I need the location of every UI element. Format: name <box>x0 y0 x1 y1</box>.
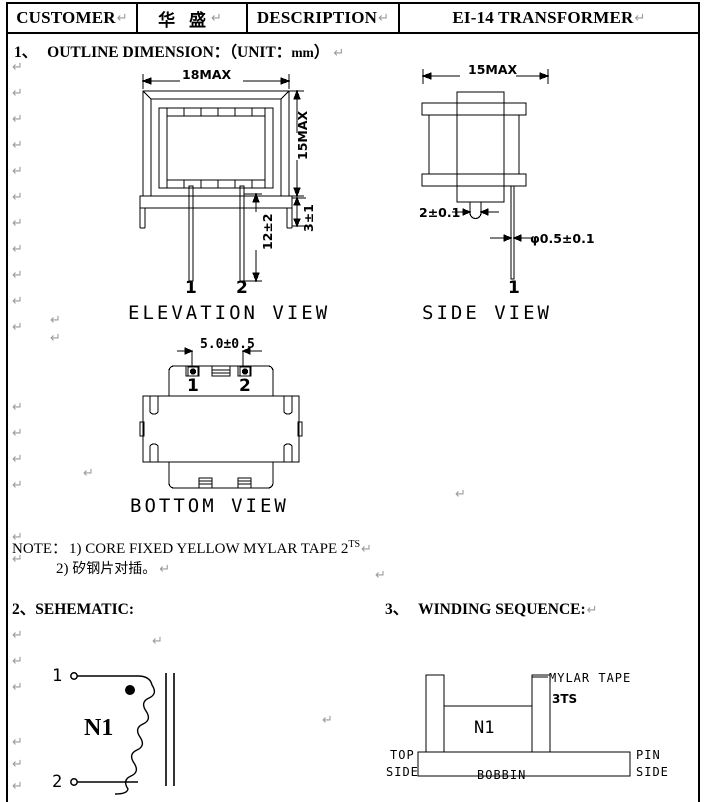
customer-name: 华 盛 <box>158 10 210 31</box>
section-1-number: 1、 <box>14 44 38 61</box>
note-1-number: 1) <box>69 541 82 557</box>
paragraph-mark: ↵ <box>152 634 163 649</box>
paragraph-mark: ↵ <box>634 10 646 26</box>
paragraph-mark: ↵ <box>12 735 23 750</box>
paragraph-mark: ↵ <box>375 568 386 583</box>
section-2-number: 2、 <box>12 601 36 618</box>
paragraph-mark: ↵ <box>455 487 466 502</box>
side-dim-width: 15MAX <box>468 62 518 77</box>
paragraph-mark: ↵ <box>12 552 23 567</box>
header-cell-customer-name: 华 盛↵ <box>138 4 248 32</box>
section-2-title: SEHEMATIC: <box>35 601 135 618</box>
section-2-heading: 2、SEHEMATIC: <box>12 597 134 619</box>
paragraph-mark: ↵ <box>12 216 23 231</box>
header-cell-product: EI-14 TRANSFORMER↵ <box>400 4 698 32</box>
paragraph-mark: ↵ <box>83 466 94 481</box>
bottom-view-title: BOTTOM VIEW <box>130 495 289 517</box>
paragraph-mark: ↵ <box>12 190 23 205</box>
section-3-title: WINDING SEQUENCE: <box>418 601 586 618</box>
winding-top-side-line2: SIDE <box>386 765 419 779</box>
side-view-title: SIDE VIEW <box>422 302 552 324</box>
side-dim-pin-diameter: φ0.5±0.1 <box>530 231 595 246</box>
paragraph-mark: ↵ <box>50 313 61 328</box>
winding-pin-side-line1: PIN <box>636 748 661 762</box>
elevation-view-title: ELEVATION VIEW <box>128 302 331 324</box>
section-1-title: OUTLINE DIMENSION：（UNIT： <box>47 44 292 61</box>
paragraph-mark: ↵ <box>12 320 23 335</box>
elevation-pin-2-label: 2 <box>236 278 248 298</box>
product-name: EI-14 TRANSFORMER <box>452 8 634 27</box>
schematic-terminal-2-label: 2 <box>52 772 63 792</box>
paragraph-mark: ↵ <box>12 680 23 695</box>
bottom-dim-pitch: 5.0±0.5 <box>200 337 255 352</box>
elevation-dim-width: 18MAX <box>182 67 232 82</box>
schematic-winding-label: N1 <box>84 715 114 741</box>
note-1-superscript: TS <box>348 539 361 550</box>
note-label: NOTE： <box>12 541 67 557</box>
paragraph-mark: ↵ <box>12 164 23 179</box>
page-border-left <box>6 34 8 802</box>
note-2-text: 矽钢片对插。 <box>72 561 157 577</box>
customer-label: CUSTOMER <box>16 8 116 27</box>
paragraph-mark: ↵ <box>322 713 333 728</box>
paragraph-mark: ↵ <box>12 242 23 257</box>
paragraph-mark: ↵ <box>12 268 23 283</box>
paragraph-mark: ↵ <box>116 10 128 26</box>
paragraph-mark: ↵ <box>12 478 23 493</box>
schematic-terminal-1-label: 1 <box>52 666 63 686</box>
side-dim-pin-gap: 2±0.1 <box>419 205 461 220</box>
section-1-unit: mm <box>291 45 314 60</box>
note-line-2: 2) 矽钢片对插。↵ <box>56 558 170 578</box>
paragraph-mark: ↵ <box>12 530 23 545</box>
paragraph-mark: ↵ <box>12 400 23 415</box>
section-1-heading: 1、 OUTLINE DIMENSION：（UNIT：mm）↵ <box>14 40 344 62</box>
paragraph-mark: ↵ <box>586 603 598 618</box>
paragraph-mark: ↵ <box>12 86 23 101</box>
paragraph-mark: ↵ <box>159 562 171 577</box>
note-2-number: 2) <box>56 561 69 577</box>
paragraph-mark: ↵ <box>361 542 372 557</box>
paragraph-mark: ↵ <box>12 654 23 669</box>
winding-top-side-line1: TOP <box>390 748 415 762</box>
header-cell-customer: CUSTOMER↵ <box>8 4 138 32</box>
paragraph-mark: ↵ <box>211 10 226 26</box>
paragraph-mark: ↵ <box>12 112 23 127</box>
side-pin-1-label: 1 <box>508 278 520 298</box>
note-line-1: NOTE：1) CORE FIXED YELLOW MYLAR TAPE 2TS… <box>12 537 372 558</box>
winding-bobbin-label: BOBBIN <box>477 768 527 782</box>
winding-pin-side-line2: SIDE <box>636 765 669 779</box>
winding-mylar-tape-label: MYLAR TAPE <box>549 671 632 685</box>
winding-n1-label: N1 <box>474 718 495 738</box>
description-label: DESCRIPTION <box>256 8 378 27</box>
section-3-number: 3、 <box>385 601 409 618</box>
note-1-text: CORE FIXED YELLOW MYLAR TAPE 2 <box>85 541 349 557</box>
paragraph-mark: ↵ <box>12 628 23 643</box>
paragraph-mark: ↵ <box>12 452 23 467</box>
paragraph-mark: ↵ <box>378 10 390 26</box>
paragraph-mark: ↵ <box>12 779 23 794</box>
paragraph-mark: ↵ <box>333 46 345 61</box>
section-1-close: ） <box>313 44 330 61</box>
paragraph-mark: ↵ <box>12 426 23 441</box>
header-cell-description: DESCRIPTION↵ <box>248 4 400 32</box>
paragraph-mark: ↵ <box>12 138 23 153</box>
section-3-heading: 3、 WINDING SEQUENCE:↵ <box>385 597 598 619</box>
bottom-pin-2-label: 2 <box>239 376 251 396</box>
header-table: CUSTOMER↵ 华 盛↵ DESCRIPTION↵ EI-14 TRANSF… <box>6 2 700 34</box>
paragraph-mark: ↵ <box>12 294 23 309</box>
elevation-pin-1-label: 1 <box>185 278 197 298</box>
paragraph-mark: ↵ <box>12 60 23 75</box>
winding-mylar-turns-label: 3TS <box>552 692 578 706</box>
paragraph-mark: ↵ <box>12 757 23 772</box>
page-border-right <box>698 34 700 802</box>
bottom-pin-1-label: 1 <box>187 376 199 396</box>
paragraph-mark: ↵ <box>50 331 61 346</box>
